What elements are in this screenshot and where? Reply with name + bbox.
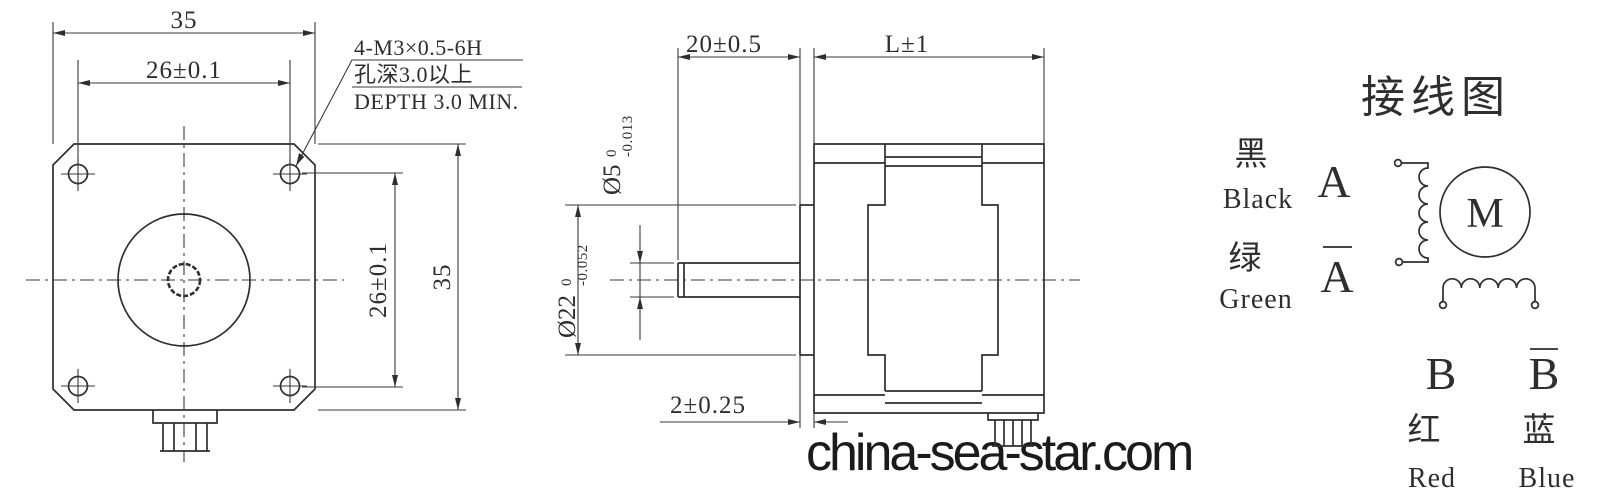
pilot-dia-nominal: Ø22 [554, 295, 581, 338]
dim-pilot-height-label: 2±0.25 [670, 392, 746, 419]
phase-a-label: A [1317, 156, 1350, 207]
lead-b-color-en: Red [1408, 463, 1456, 494]
coil-b [1442, 277, 1536, 301]
terminal-dot [1394, 257, 1404, 267]
pilot-dia-upper-tol: 0 [559, 278, 575, 286]
dim-hole-spacing-v-label: 26±0.1 [365, 242, 392, 318]
hole-crosshairs [61, 157, 307, 403]
dim-hole-spacing-h-label: 26±0.1 [146, 57, 222, 84]
motor-symbol-label: M [1466, 191, 1503, 237]
coil-a [1401, 162, 1429, 263]
side-extension-lines [565, 48, 1045, 428]
shaft [677, 262, 800, 298]
motor-circle [1439, 166, 1531, 258]
phase-b-label: B [1426, 348, 1457, 399]
terminal-dot [1393, 158, 1403, 168]
side-connector [987, 413, 1039, 447]
lead-b-bar-color-en: Blue [1519, 463, 1576, 494]
shaft-dia-nominal: Ø5 [599, 164, 626, 195]
lead-b-color-cn: 红 [1408, 412, 1441, 449]
terminal-dot [1438, 300, 1448, 310]
tap-note-line3: DEPTH 3.0 MIN. [354, 89, 519, 114]
body-outline [813, 143, 1045, 414]
side-arrowheads [575, 54, 1044, 425]
shaft-dia-lower-tol: -0.013 [620, 115, 636, 157]
shaft-dia-upper-tol: 0 [604, 149, 620, 157]
terminal-dot [1530, 300, 1540, 310]
front-dimension-lines [53, 32, 459, 410]
dim-body-length-label: L±1 [885, 31, 930, 58]
flange-outline [52, 143, 316, 411]
front-view: 35 26±0.1 26±0.1 35 4-M3×0.5-6H 孔深3.0以上 … [26, 7, 523, 462]
tap-note-line2: 孔深3.0以上 [354, 62, 473, 87]
front-extension-lines [52, 22, 466, 411]
phase-a-bar-label: A [1320, 251, 1353, 302]
dim-shaft-length-label: 20±0.5 [686, 31, 762, 58]
dim-outer-height-label: 35 [429, 264, 456, 291]
lead-a-color-cn: 黑 [1235, 137, 1268, 173]
wiring-diagram: 接线图 黑 Black A 绿 Green A M B B 红 Red 蓝 Bl… [1219, 73, 1576, 494]
tap-note-leader [295, 59, 523, 167]
front-connector [152, 410, 218, 452]
front-centerlines [26, 126, 344, 462]
lead-a-bar-color-cn: 绿 [1229, 240, 1262, 277]
tap-note-line1: 4-M3×0.5-6H [354, 35, 483, 60]
phase-b-bar-label: B [1529, 348, 1560, 399]
lead-a-color-en: Black [1223, 184, 1293, 215]
lead-a-bar-color-en: Green [1219, 284, 1292, 315]
pilot-dia-lower-tol: -0.052 [575, 244, 591, 286]
side-dimension-lines [577, 56, 1044, 423]
side-view: 20±0.5 L±1 2±0.25 Ø5 0 -0.013 Ø22 0 -0.0… [554, 31, 1080, 447]
wiring-title: 接线图 [1361, 73, 1511, 122]
pilot-diameter-dim: Ø22 0 -0.052 [554, 244, 591, 338]
dim-outer-width-label: 35 [171, 7, 198, 34]
shaft-diameter-dim: Ø5 0 -0.013 [599, 115, 636, 195]
lead-b-bar-color-cn: 蓝 [1523, 412, 1556, 449]
watermark-text: china-sea-star.com [806, 424, 1191, 482]
